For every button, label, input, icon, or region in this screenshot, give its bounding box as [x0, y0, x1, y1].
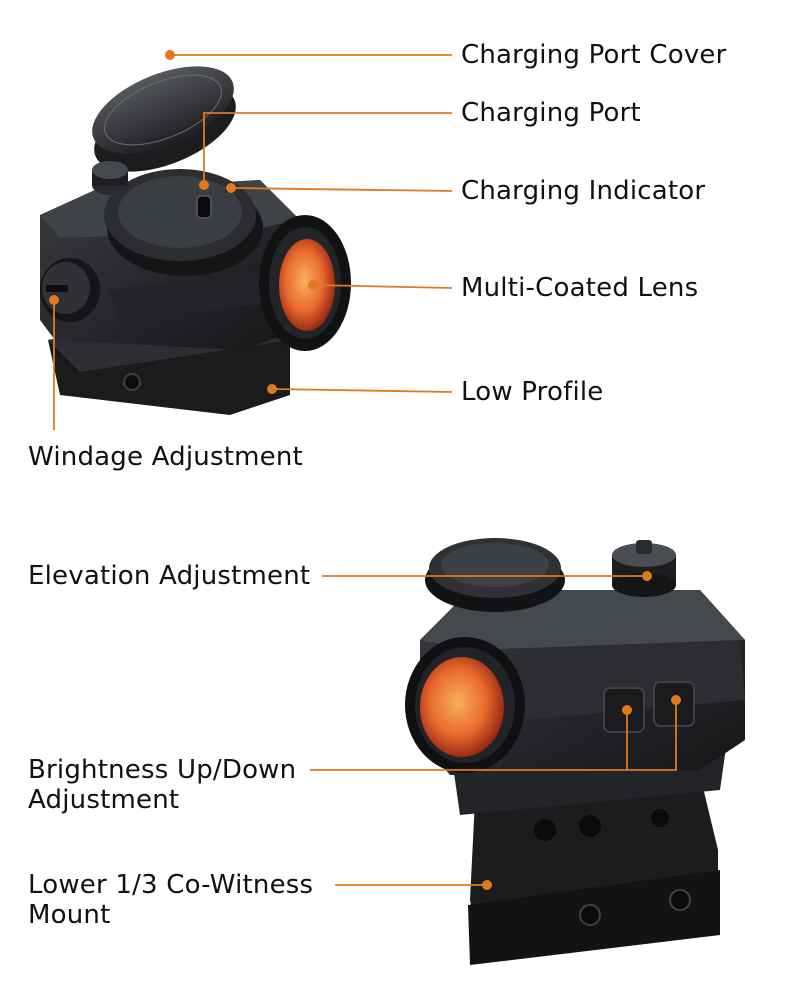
label-brightness-line1: Brightness Up/Down — [28, 755, 297, 785]
callout-brightness-2 — [627, 700, 677, 771]
label-windage-adjustment: Windage Adjustment — [28, 442, 303, 472]
callout-profile-dot — [267, 384, 277, 394]
callout-brightness-dot — [622, 705, 632, 715]
label-brightness-adjustment: Brightness Up/Down Adjustment — [28, 755, 296, 815]
callout-mount-dot — [482, 880, 492, 890]
callout-lens — [312, 284, 453, 289]
callout-port — [203, 112, 452, 185]
callout-elevation-dot — [642, 571, 652, 581]
label-mount-line1: Lower 1/3 Co-Witness — [28, 870, 314, 900]
bottom-sight — [405, 538, 745, 965]
label-charging-port-cover: Charging Port Cover — [461, 40, 727, 70]
callout-indicator — [230, 187, 453, 192]
label-low-profile: Low Profile — [461, 377, 604, 407]
callout-profile — [271, 388, 453, 393]
label-mount-line2: Mount — [28, 900, 111, 930]
callout-lines — [49, 50, 681, 890]
callout-windage-dot — [49, 295, 59, 305]
callout-brightness-2-dot — [671, 695, 681, 705]
callout-port-dot — [199, 180, 209, 190]
label-multi-coated-lens: Multi-Coated Lens — [461, 273, 699, 303]
label-co-witness-mount: Lower 1/3 Co-Witness Mount — [28, 870, 313, 930]
label-elevation-adjustment: Elevation Adjustment — [28, 561, 311, 591]
callout-indicator-dot — [226, 183, 236, 193]
label-charging-indicator: Charging Indicator — [461, 176, 706, 206]
charging-port-cover-cap — [92, 66, 236, 172]
callout-lens-dot — [308, 280, 318, 290]
label-brightness-line2: Adjustment — [28, 785, 180, 815]
label-charging-port: Charging Port — [461, 98, 641, 128]
callout-port-cover-dot — [165, 50, 175, 60]
top-sight — [40, 66, 351, 415]
